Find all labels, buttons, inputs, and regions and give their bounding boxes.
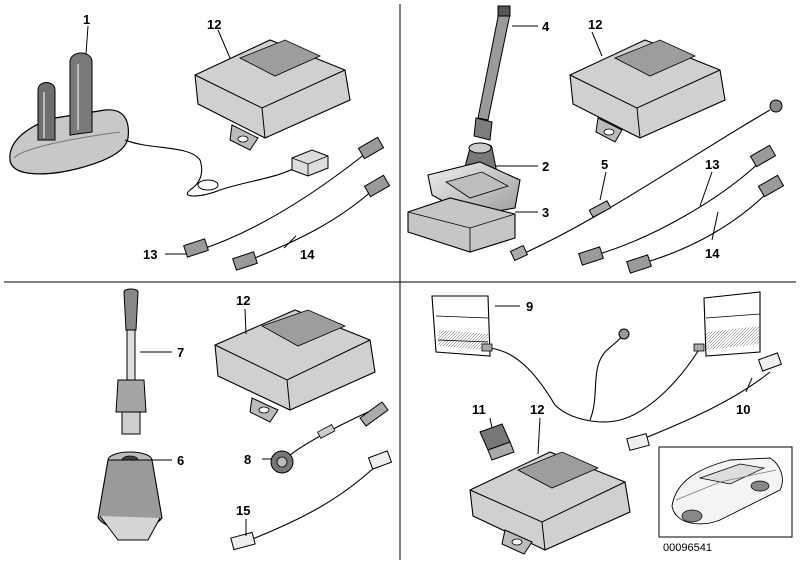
control-unit-part xyxy=(569,39,726,143)
callout-number: 12 xyxy=(236,293,250,308)
callout-number: 8 xyxy=(244,452,251,467)
callout-number: 2 xyxy=(542,159,549,174)
cable-13-part xyxy=(183,136,385,258)
window-antenna-right-part xyxy=(703,291,761,357)
antenna-base-part xyxy=(407,142,521,253)
plug-11-part xyxy=(479,423,515,461)
callout-number: 7 xyxy=(177,345,184,360)
vehicle-locator-thumbnail xyxy=(658,446,793,538)
callout-number: 14 xyxy=(705,246,720,261)
cable-10-part xyxy=(626,352,783,451)
callout-number: 4 xyxy=(542,19,550,34)
cable-13-part xyxy=(578,144,777,266)
callout-number: 9 xyxy=(526,299,533,314)
quadrant-roof-antenna xyxy=(9,25,391,271)
cable-8-part xyxy=(270,401,389,474)
callout-number: 5 xyxy=(601,157,608,172)
callout-number: 14 xyxy=(300,247,315,262)
control-unit-part xyxy=(194,39,351,151)
callout-number: 10 xyxy=(736,402,750,417)
callout-number: 3 xyxy=(542,205,549,220)
callout-number: 1 xyxy=(83,12,90,27)
callout-number: 15 xyxy=(236,503,250,518)
quadrant-window-antenna xyxy=(431,291,783,555)
quadrant-stub-antenna xyxy=(97,288,393,551)
cable-14-part xyxy=(626,174,785,274)
antenna-socket-part xyxy=(97,451,163,541)
cable-14-part xyxy=(232,174,391,271)
cable-5-part xyxy=(509,99,783,262)
callout-number: 12 xyxy=(207,17,221,32)
rod-antenna-part xyxy=(473,5,511,141)
callout-number: 6 xyxy=(177,453,184,468)
diagram-reference-number: 00096541 xyxy=(663,542,712,554)
callout-number: 11 xyxy=(472,402,486,417)
callout-number: 13 xyxy=(705,157,719,172)
cable-15-part xyxy=(230,450,393,551)
callout-number: 12 xyxy=(530,402,544,417)
stub-antenna-part xyxy=(115,288,147,435)
roof-antenna-part xyxy=(9,52,130,175)
control-unit-part xyxy=(214,309,376,423)
quadrant-rod-antenna xyxy=(407,5,785,274)
callout-number: 13 xyxy=(143,247,157,262)
window-antenna-left-part xyxy=(431,295,491,357)
control-unit-part xyxy=(469,451,631,555)
callout-number: 12 xyxy=(588,17,602,32)
